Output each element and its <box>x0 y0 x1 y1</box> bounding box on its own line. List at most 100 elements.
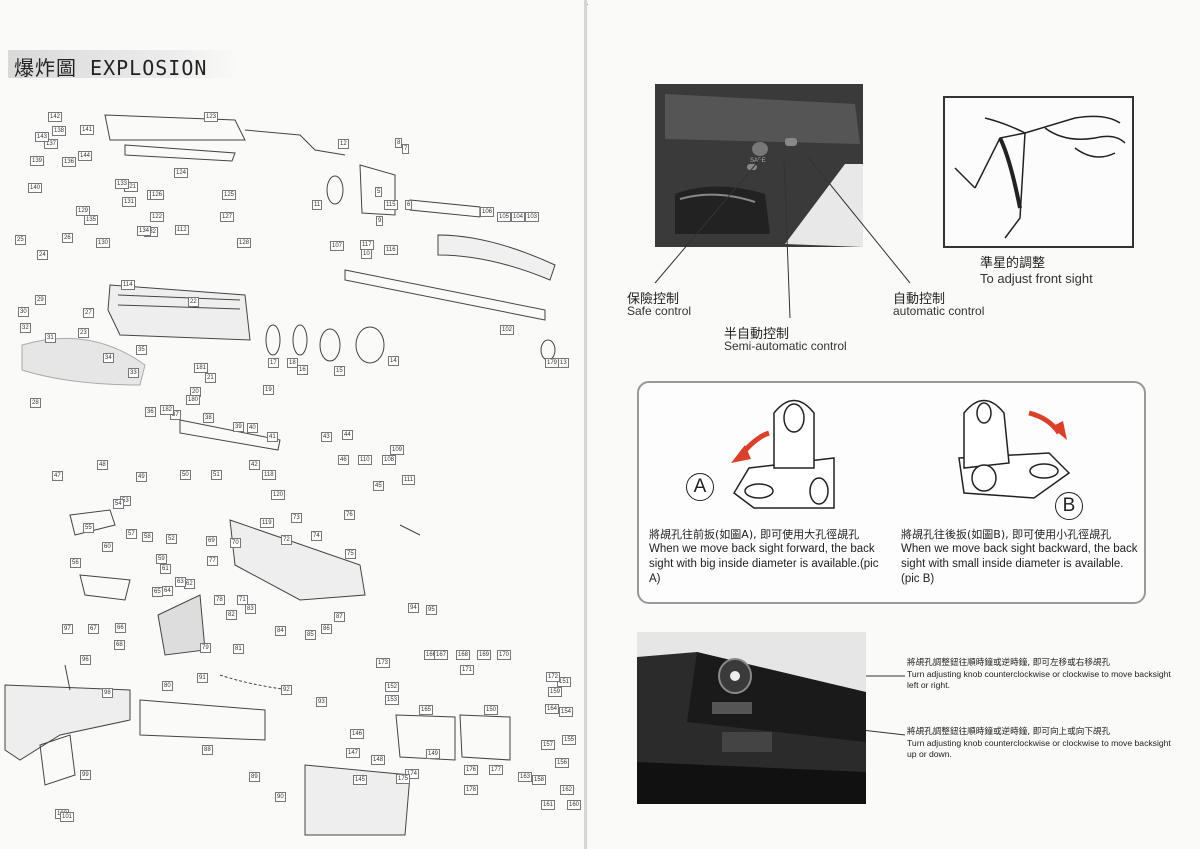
part-number-label: 75 <box>345 549 356 559</box>
part-number-label: 144 <box>78 151 93 161</box>
part-number-label: 158 <box>532 775 547 785</box>
adjust-up-down-zh: 將覘孔調整鈕往順時鐘或逆時鐘, 即可向上或向下覘孔 <box>907 727 1111 737</box>
part-number-label: 59 <box>156 554 167 564</box>
part-number-label: 130 <box>96 238 111 248</box>
part-number-label: 21 <box>205 373 216 383</box>
front-sight-title-en: To adjust front sight <box>980 271 1093 286</box>
part-number-label: 5 <box>375 187 383 197</box>
safe-control-zh: 保險控制 <box>627 292 680 307</box>
part-number-label: 54 <box>113 499 124 509</box>
part-number-label: 99 <box>80 770 91 780</box>
part-number-label: 78 <box>214 595 225 605</box>
part-label-list: 1234567891011121314151617181920212223242… <box>0 95 586 835</box>
part-number-label: 169 <box>477 650 492 660</box>
part-number-label: 172 <box>546 672 561 682</box>
part-number-label: 40 <box>247 423 258 433</box>
part-number-label: 35 <box>136 345 147 355</box>
part-number-label: 182 <box>160 405 175 415</box>
part-number-label: 177 <box>489 765 504 775</box>
part-number-label: 179 <box>545 358 560 368</box>
part-number-label: 164 <box>545 704 560 714</box>
back-sight-forward-en: When we move back sight forward, the bac… <box>649 543 879 585</box>
part-number-label: 167 <box>434 650 449 660</box>
part-number-label: 105 <box>497 212 512 222</box>
part-number-label: 46 <box>338 455 349 465</box>
exploded-parts-diagram: 1234567891011121314151617181920212223242… <box>0 95 586 836</box>
part-number-label: 66 <box>115 623 126 633</box>
part-number-label: 119 <box>260 518 274 528</box>
part-number-label: 84 <box>275 626 286 636</box>
part-number-label: 131 <box>122 197 137 207</box>
part-number-label: 141 <box>80 125 95 135</box>
part-number-label: 56 <box>70 558 81 568</box>
part-number-label: 171 <box>460 665 475 675</box>
part-number-label: 38 <box>203 413 214 423</box>
part-number-label: 34 <box>103 353 114 363</box>
part-number-label: 37 <box>170 410 181 420</box>
back-sight-forward-zh: 將覘孔往前扳(如圖A), 即可使用大孔徑覘孔 <box>649 528 860 541</box>
part-number-label: 82 <box>226 610 237 620</box>
part-number-label: 155 <box>562 735 577 745</box>
auto-control-zh: 自動控制 <box>893 292 946 307</box>
part-number-label: 136 <box>62 157 77 167</box>
part-number-label: 157 <box>541 740 556 750</box>
safety-selector-photo: SAFE <box>655 84 863 247</box>
part-number-label: 170 <box>497 650 512 660</box>
auto-control-en: automatic control <box>893 304 985 318</box>
part-number-label: 91 <box>197 673 208 683</box>
part-number-label: 123 <box>204 112 219 122</box>
part-number-label: 43 <box>321 432 332 442</box>
part-number-label: 36 <box>145 407 156 417</box>
part-number-label: 178 <box>464 785 479 795</box>
part-number-label: 102 <box>500 325 515 335</box>
part-number-label: 6 <box>405 200 413 210</box>
part-number-label: 73 <box>291 513 302 523</box>
part-number-label: 18 <box>287 358 298 368</box>
rear-sight-photo <box>637 632 866 804</box>
part-number-label: 134 <box>137 226 152 236</box>
part-number-label: 135 <box>84 215 99 225</box>
part-number-label: 114 <box>121 280 135 290</box>
part-number-label: 42 <box>249 460 260 470</box>
part-number-label: 68 <box>114 640 125 650</box>
part-number-label: 151 <box>557 677 572 687</box>
part-number-label: 125 <box>222 190 237 200</box>
part-number-label: 55 <box>83 523 94 533</box>
semi-auto-control-zh: 半自動控制 <box>724 327 790 342</box>
part-number-label: 77 <box>207 556 218 566</box>
part-number-label: 74 <box>311 531 322 541</box>
part-number-label: 86 <box>321 624 332 634</box>
part-number-label: 72 <box>281 535 292 545</box>
part-number-label: 159 <box>548 687 563 697</box>
part-number-label: 7 <box>402 144 410 154</box>
part-number-label: 152 <box>385 682 400 692</box>
part-number-label: 81 <box>233 644 244 654</box>
part-number-label: 10 <box>361 249 372 259</box>
back-sight-forward-text: 將覘孔往前扳(如圖A), 即可使用大孔徑覘孔 When we move back… <box>649 527 881 587</box>
part-number-label: 111 <box>402 475 416 485</box>
back-sight-backward-en: When we move back sight backward, the ba… <box>901 543 1138 585</box>
front-sight-illustration <box>943 96 1134 248</box>
part-number-label: 79 <box>200 643 211 653</box>
part-number-label: 150 <box>484 705 499 715</box>
part-number-label: 24 <box>37 250 48 260</box>
part-number-label: 145 <box>353 775 368 785</box>
part-number-label: 33 <box>128 368 139 378</box>
part-number-label: 133 <box>115 179 130 189</box>
part-number-label: 57 <box>126 529 137 539</box>
part-number-label: 64 <box>162 586 173 596</box>
part-number-label: 58 <box>142 532 153 542</box>
part-number-label: 156 <box>555 758 570 768</box>
part-number-label: 173 <box>376 658 391 668</box>
part-number-label: 41 <box>267 432 278 442</box>
part-number-label: 76 <box>344 510 355 520</box>
part-number-label: 142 <box>48 112 63 122</box>
part-number-label: 98 <box>102 688 113 698</box>
part-number-label: 69 <box>206 536 217 546</box>
explosion-title: 爆炸圖 EXPLOSION <box>14 56 208 80</box>
part-number-label: 92 <box>281 685 292 695</box>
part-number-label: 138 <box>52 126 67 136</box>
part-number-label: 28 <box>30 398 41 408</box>
part-number-label: 12 <box>338 139 349 149</box>
part-number-label: 32 <box>20 323 31 333</box>
